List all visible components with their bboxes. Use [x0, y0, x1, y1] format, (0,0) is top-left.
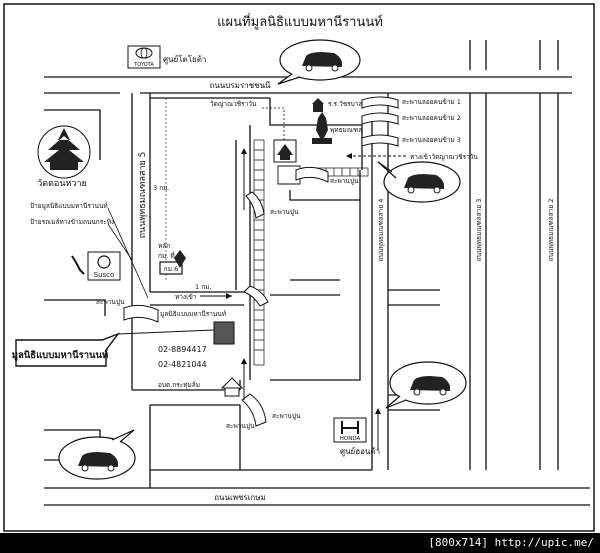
foundation-building — [213, 321, 235, 345]
label-entrance-wat: ทางเข้าวัดญาณวชิราวัน — [410, 153, 478, 161]
label-road-top: ถนนบรมราชชนนี — [209, 81, 271, 90]
concrete-bridge-c — [243, 285, 269, 307]
label-wat-dontawai: วัดดอนหวาย — [37, 179, 87, 189]
car-icon — [410, 376, 450, 391]
block-left-top — [44, 109, 101, 160]
km6-post: กม.6 — [159, 261, 183, 275]
route-arrows — [243, 150, 379, 450]
label-susco: Susco — [94, 271, 115, 279]
car-bubble-right-top — [377, 161, 461, 203]
susco-station: Susco — [71, 251, 121, 281]
label-km6: กม. ที่ 6 — [158, 251, 181, 260]
label-bridge-a: สะพานปูน — [330, 177, 359, 185]
temple-icon-wat-dontawai — [37, 125, 91, 179]
footbridge-3 — [361, 134, 399, 147]
label-lak: หลัก — [158, 242, 170, 250]
concrete-bridge-d — [123, 304, 159, 323]
label-dist-1km: 1 กม. — [195, 283, 212, 291]
car-bubble-right-bottom — [385, 361, 467, 409]
label-road-bottom: ถนนเพชรเกษม — [214, 493, 266, 502]
inner-road-mid — [270, 279, 340, 296]
label-or-bor-tor: อบต.กระทุ่มล้ม — [158, 381, 200, 389]
label-road-sai4: ถนนพุทธมณฑลสาย 4 — [377, 199, 385, 262]
label-road-sai2: ถนนพุทธมณฑลสาย 2 — [547, 199, 555, 262]
label-foundation-small: มูลนิธิแบบมหานีรานนท์ — [160, 310, 226, 318]
footbridge-2 — [361, 112, 399, 125]
road-right-stub-2 — [388, 289, 440, 306]
arrow-head-up-3 — [375, 408, 381, 414]
inner-road-right — [270, 170, 361, 381]
label-foundation-big: มูลนิธิแบบมหานีรานนท์ — [12, 349, 109, 362]
image-host-footer: [800x714] http://upic.me/ — [0, 533, 600, 553]
label-bridge-e: สะพานปูน — [226, 422, 255, 430]
arrow-head-up-2 — [241, 358, 247, 364]
concrete-bridge-e — [241, 393, 267, 427]
inner-road-left — [235, 125, 251, 380]
school-icon — [312, 98, 324, 112]
foundation-callout: มูลนิธิแบบมหานีรานนท์ — [12, 329, 215, 367]
label-road-sai3: ถนนพุทธมณฑลสาย 3 — [475, 199, 483, 262]
inner-road-top — [269, 98, 363, 170]
label-footbridge-3: สะพานลอยคนข้าม 3 — [402, 136, 461, 144]
footbridge-1 — [361, 96, 399, 109]
arrow-head-up — [241, 148, 247, 154]
label-sign-bus: ป้ายรถเมล์ทางข้ามถนนกระทิง — [30, 218, 114, 226]
toyota-logo: TOYOTA — [127, 45, 161, 69]
label-wat-yanwachirawan: วัดญาณวชิราวัน — [210, 100, 257, 108]
label-bridge-b: สะพานปูน — [270, 208, 299, 216]
car-bubble-top — [277, 39, 361, 85]
label-dist-3km: 3 กม. — [153, 184, 170, 192]
bottom-block — [149, 405, 372, 488]
label-bridge-c: สะพานปูน — [272, 412, 301, 420]
label-toyota-center: ศูนย์โตโยต้า — [163, 54, 206, 65]
inner-road-branch — [289, 190, 360, 201]
label-buddha-statue: พุทธมณฑล — [330, 126, 362, 134]
pointer-wat-yanwachirawan — [262, 107, 285, 140]
temple-grounds — [277, 165, 301, 185]
canal-hatch — [253, 139, 369, 366]
honda-brand-text: HONDA — [340, 436, 361, 442]
toyota-brand-text: TOYOTA — [133, 62, 154, 68]
label-road-sai5: ถนนพุทธมณฑลสาย 5 — [138, 152, 148, 239]
label-km6-post: กม.6 — [164, 265, 178, 273]
map-title: แผนที่มูลนิธิแบบมหานีรานนท์ — [217, 13, 383, 30]
concrete-bridge-a — [295, 166, 329, 183]
label-honda-center: ศูนย์ฮอนด้า — [340, 446, 380, 457]
concrete-bridge-b — [245, 191, 265, 219]
block-left-mid — [44, 299, 106, 316]
label-phone-2: 02-4821044 — [158, 360, 207, 369]
car-icon — [78, 452, 118, 467]
pagoda-icon-km6 — [174, 250, 186, 268]
entrance-wat-arrow-head — [346, 153, 352, 159]
house-icon-or-bor-tor — [220, 377, 244, 397]
road-network — [44, 40, 590, 506]
fuel-nozzle-icon — [71, 255, 85, 275]
pointer-sign-bus — [107, 223, 133, 261]
blocks-top-right — [469, 40, 559, 70]
label-bridge-d: สะพานปูน — [96, 298, 125, 306]
susco-logo-icon — [97, 255, 111, 269]
honda-logo: HONDA — [333, 417, 367, 443]
car-icon — [404, 174, 444, 189]
temple-icon-wat-yanwachirawan — [273, 139, 297, 163]
label-footbridge-1: สะพานลอยคนข้าม 1 — [402, 98, 461, 106]
label-sign-foundation: ป้ายมูลนิธิแบบมหานีรานนท์ — [30, 202, 108, 210]
label-footbridge-2: สะพานลอยคนข้าม 2 — [402, 114, 461, 122]
buddha-statue-icon — [312, 112, 332, 144]
label-school: ร.ร.วัชรบาล — [328, 100, 362, 108]
car-bubble-bottom-left — [58, 429, 136, 480]
pointer-sign-foundation — [107, 207, 149, 299]
car-icon — [302, 52, 342, 67]
road-sai5-bottom — [132, 389, 240, 406]
label-phone-1: 02-8894417 — [158, 345, 207, 354]
entrance-arrow-head — [226, 293, 232, 299]
label-entrance: ทางเข้า — [175, 293, 197, 301]
